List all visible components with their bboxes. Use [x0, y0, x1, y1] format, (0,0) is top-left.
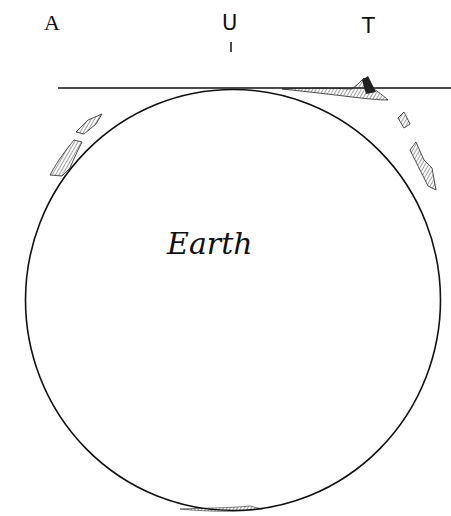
mountain-shading — [50, 140, 82, 176]
node-label: Earth — [167, 226, 253, 261]
tick-mark — [230, 42, 232, 52]
mountain-shading — [76, 114, 102, 134]
earth-outline — [26, 90, 441, 511]
mountain-shading — [362, 76, 376, 94]
point-label: A — [44, 10, 60, 36]
point-label: U — [222, 11, 237, 35]
tangent-line — [58, 87, 451, 89]
circle-outline — [24, 88, 442, 512]
mountain-shading — [410, 142, 436, 190]
mountain-shading — [398, 112, 410, 128]
earth-circle: Earth — [24, 88, 442, 512]
point-label: T — [362, 14, 375, 38]
